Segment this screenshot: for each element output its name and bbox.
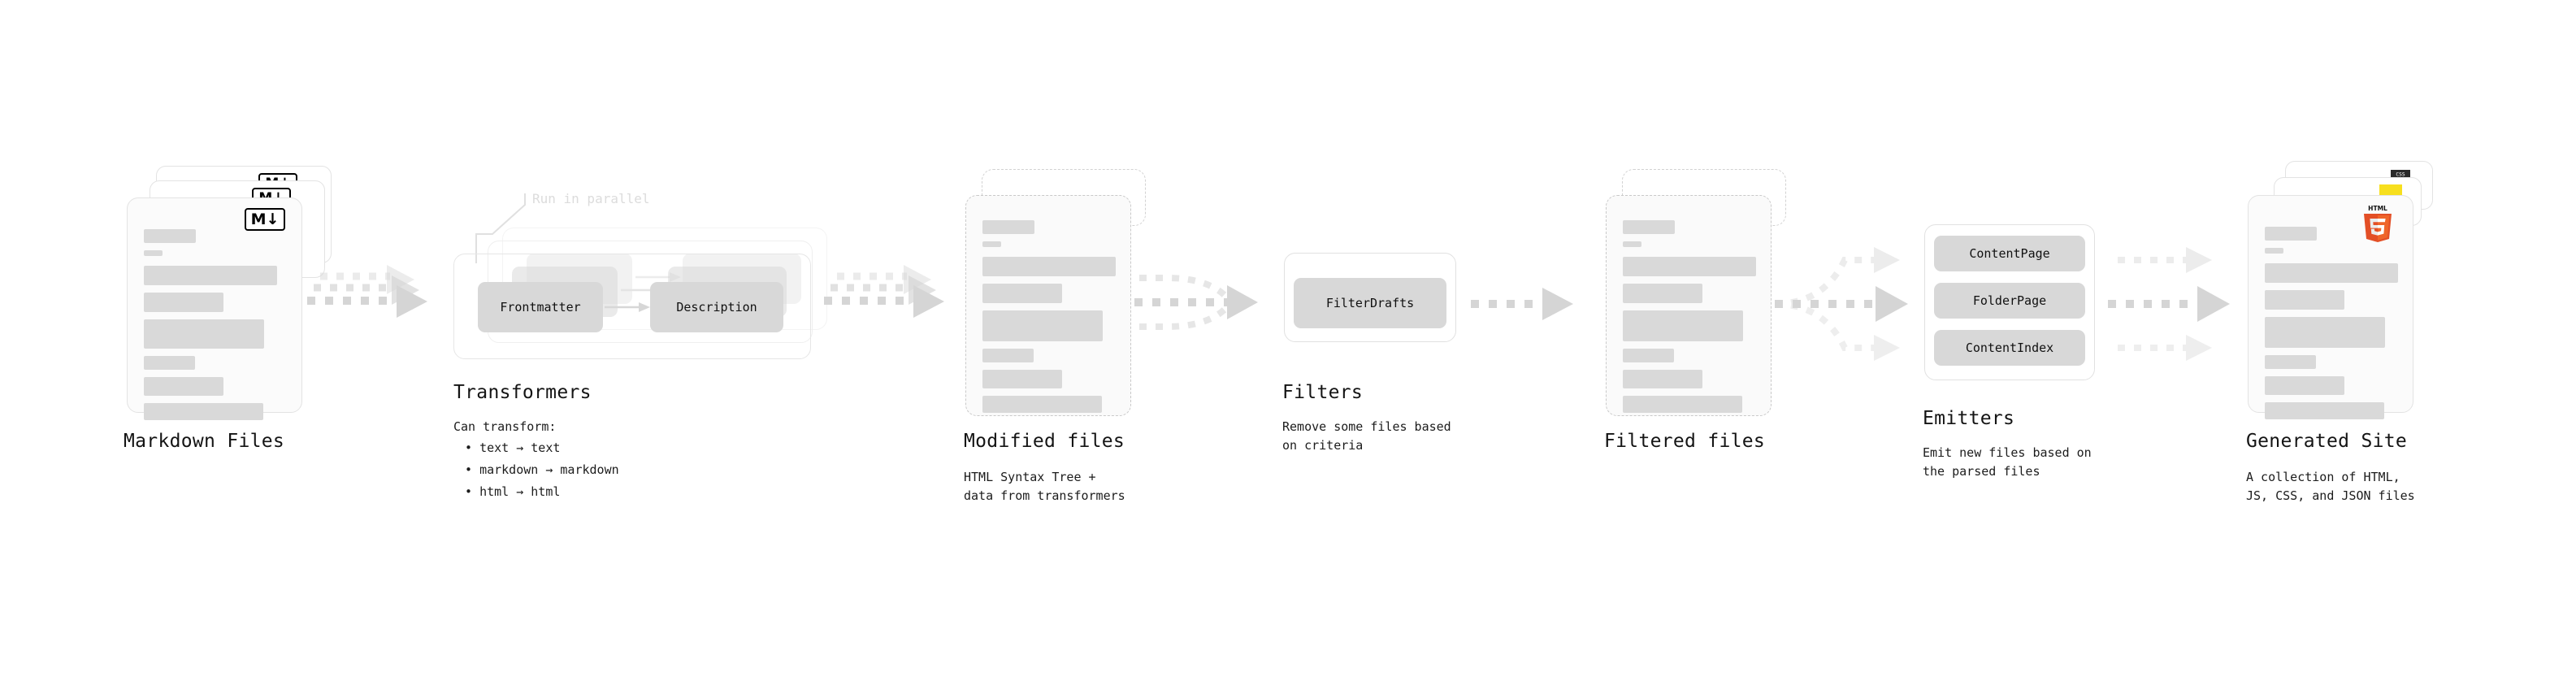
content-line <box>982 257 1116 276</box>
arrow-transformers-to-modified <box>822 258 952 348</box>
content-line <box>982 310 1103 341</box>
transformer-bullet-2: • html → html <box>465 484 561 499</box>
content-line <box>144 250 163 256</box>
stage-subtitle-emitters: Emit new files based on the parsed files <box>1923 445 2092 479</box>
arrow-emitters-to-site <box>2108 237 2262 375</box>
content-line <box>982 220 1034 234</box>
content-line <box>144 266 277 285</box>
filtered-file-card-front <box>1606 195 1772 416</box>
arrow-markdown-to-transformers <box>306 258 436 348</box>
transformer-bullet-1: • markdown → markdown <box>465 462 619 477</box>
content-line <box>2265 227 2317 241</box>
stage-title-generated-site: Generated Site <box>2246 431 2408 452</box>
markdown-icon-glyph: M↓ <box>250 210 280 228</box>
filtered-file-content-lines <box>1623 220 1756 420</box>
emitter-pill-contentindex-label: ContentIndex <box>1965 340 2054 355</box>
transformer-pill-description-label: Description <box>676 300 757 314</box>
svg-text:HTML: HTML <box>2368 205 2387 212</box>
content-line <box>1623 370 1702 388</box>
transformer-pill-description[interactable]: Description <box>650 282 783 332</box>
transformer-inner-arrow <box>605 300 652 314</box>
markdown-file-card-front: M↓ <box>127 197 302 420</box>
content-line <box>982 349 1034 362</box>
markdown-icon: M↓ <box>245 208 285 231</box>
modified-file-card-front <box>965 195 1131 416</box>
stage-subtitle-transformers: Can transform: <box>453 419 557 434</box>
content-line <box>144 229 196 243</box>
content-line <box>144 293 223 312</box>
content-line <box>2265 290 2344 310</box>
stage-subtitle-modified-files: HTML Syntax Tree + data from transformer… <box>964 470 1125 504</box>
content-line <box>1623 349 1674 362</box>
run-in-parallel-leader <box>475 192 572 265</box>
emitter-pill-contentpage-label: ContentPage <box>1969 246 2050 261</box>
content-line <box>1623 284 1702 303</box>
content-line <box>144 356 195 370</box>
stage-title-modified-files: Modified files <box>964 431 1125 452</box>
content-line <box>1623 220 1675 234</box>
content-line <box>2265 376 2344 395</box>
transformer-container-front <box>453 254 811 359</box>
modified-file-content-lines <box>982 220 1116 420</box>
js-icon <box>2379 184 2402 198</box>
transformer-bullet-2-label: html → html <box>479 484 561 499</box>
stage-title-transformers: Transformers <box>453 382 592 403</box>
transformer-bullet-0: • text → text <box>465 440 561 455</box>
transformer-bullet-1-label: markdown → markdown <box>479 462 619 477</box>
emitter-pill-contentindex[interactable]: ContentIndex <box>1934 330 2085 366</box>
content-line <box>2265 317 2385 348</box>
site-file-card-front: HTML <box>2248 195 2413 419</box>
stage-subtitle-generated-site: A collection of HTML, JS, CSS, and JSON … <box>2246 470 2415 504</box>
content-line <box>1623 257 1756 276</box>
emitter-pill-folderpage[interactable]: FolderPage <box>1934 283 2085 319</box>
arrow-modified-to-filters <box>1134 258 1281 348</box>
filter-pill-filterdrafts-label: FilterDrafts <box>1325 296 1415 310</box>
content-line <box>144 377 223 396</box>
content-line <box>2265 402 2384 419</box>
arrow-filtered-to-emitters <box>1774 237 1929 375</box>
content-line <box>1623 396 1742 413</box>
stage-title-filtered-files: Filtered files <box>1604 431 1766 452</box>
content-line <box>2265 248 2283 254</box>
stage-subtitle-filters: Remove some files based on criteria <box>1282 419 1451 453</box>
emitter-pill-contentpage[interactable]: ContentPage <box>1934 236 2085 271</box>
content-line <box>2265 355 2316 369</box>
content-line <box>982 241 1001 247</box>
html5-icon: HTML <box>2359 202 2396 243</box>
content-line <box>2265 263 2398 283</box>
site-file-content-lines <box>2265 227 2398 427</box>
stage-title-filters: Filters <box>1282 382 1364 403</box>
svg-text:CSS: CSS <box>2396 171 2405 177</box>
run-in-parallel-label: Run in parallel <box>532 191 650 206</box>
content-line <box>982 284 1062 303</box>
filter-pill-filterdrafts[interactable]: FilterDrafts <box>1294 278 1446 328</box>
content-line <box>144 403 263 420</box>
content-line <box>982 370 1062 388</box>
content-line <box>1623 241 1641 247</box>
transformer-pill-frontmatter[interactable]: Frontmatter <box>478 282 603 332</box>
arrow-filters-to-filtered <box>1471 286 1585 335</box>
stage-title-emitters: Emitters <box>1923 408 2015 429</box>
content-line <box>982 396 1102 413</box>
stage-title-markdown-files: Markdown Files <box>124 431 285 452</box>
markdown-file-content-lines <box>144 229 285 427</box>
content-line <box>1623 310 1743 341</box>
content-line <box>144 319 264 349</box>
emitter-pill-folderpage-label: FolderPage <box>1972 293 2047 308</box>
transformer-pill-frontmatter-label: Frontmatter <box>500 300 581 314</box>
transformer-bullet-0-label: text → text <box>479 440 561 455</box>
